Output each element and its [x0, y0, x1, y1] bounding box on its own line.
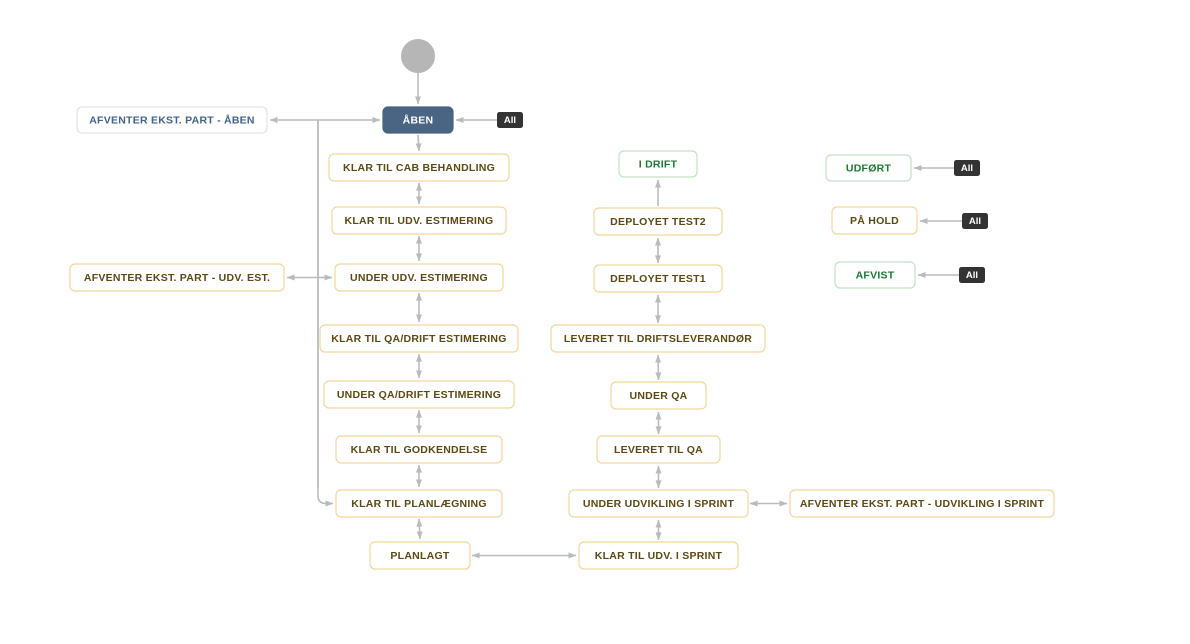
status-node-afvist[interactable]: AFVIST: [834, 261, 916, 289]
node-box[interactable]: [789, 489, 1055, 518]
edge-spine-to-klar-plan: [317, 120, 334, 507]
node-box[interactable]: [596, 435, 721, 464]
status-node-klar-plan[interactable]: KLAR TIL PLANLÆGNING: [335, 489, 503, 518]
start-node-circle[interactable]: [401, 39, 435, 73]
node-box[interactable]: [334, 263, 504, 292]
node-box[interactable]: [331, 206, 507, 235]
transition-badge-udfort[interactable]: All: [954, 160, 980, 176]
node-box[interactable]: [76, 106, 268, 134]
node-box[interactable]: [593, 207, 723, 236]
edge-aben-to-klar-cab: [415, 134, 422, 152]
node-box[interactable]: [550, 324, 766, 353]
badge-box[interactable]: [962, 213, 988, 229]
status-node-udfort[interactable]: UDFØRT: [825, 154, 912, 182]
badge-box[interactable]: [497, 112, 523, 128]
status-node-i-drift[interactable]: I DRIFT: [618, 150, 698, 178]
transition-badge-afvist[interactable]: All: [959, 267, 985, 283]
status-node-klar-godk[interactable]: KLAR TIL GODKENDELSE: [335, 435, 503, 464]
transition-badge-aben[interactable]: All: [497, 112, 523, 128]
status-node-under-udv-est[interactable]: UNDER UDV. ESTIMERING: [334, 263, 504, 292]
status-node-afv-udv-spr[interactable]: AFVENTER EKST. PART - UDVIKLING I SPRINT: [789, 489, 1055, 518]
status-node-klar-udv-spr[interactable]: KLAR TIL UDV. I SPRINT: [578, 541, 739, 570]
status-node-paa-hold[interactable]: PÅ HOLD: [831, 206, 918, 235]
status-node-afv-aben[interactable]: AFVENTER EKST. PART - ÅBEN: [76, 106, 268, 134]
status-node-lev-qa[interactable]: LEVERET TIL QA: [596, 435, 721, 464]
status-node-planlagt[interactable]: PLANLAGT: [369, 541, 471, 570]
status-node-depl-test2[interactable]: DEPLOYET TEST2: [593, 207, 723, 236]
node-box[interactable]: [578, 541, 739, 570]
status-node-afv-udv-est[interactable]: AFVENTER EKST. PART - UDV. EST.: [69, 263, 285, 292]
node-box[interactable]: [319, 324, 519, 353]
node-box[interactable]: [610, 381, 707, 410]
node-box[interactable]: [834, 261, 916, 289]
edge-layer: [269, 73, 962, 559]
node-box[interactable]: [831, 206, 918, 235]
badge-label: All: [966, 270, 978, 281]
status-node-klar-udv-est[interactable]: KLAR TIL UDV. ESTIMERING: [331, 206, 507, 235]
status-node-under-qa[interactable]: UNDER QA: [610, 381, 707, 410]
status-node-under-qa-est[interactable]: UNDER QA/DRIFT ESTIMERING: [323, 380, 515, 409]
status-node-depl-test1[interactable]: DEPLOYET TEST1: [593, 264, 723, 293]
node-layer: ÅBEN AFVENTER EKST. PART - ÅBEN KLAR TIL C…: [69, 39, 1055, 570]
node-box[interactable]: [382, 106, 454, 134]
node-box[interactable]: [369, 541, 471, 570]
status-node-klar-cab[interactable]: KLAR TIL CAB BEHANDLING: [328, 153, 510, 182]
status-node-klar-qa-est[interactable]: KLAR TIL QA/DRIFT ESTIMERING: [319, 324, 519, 353]
edge-under-qa-to-lev-drift: [655, 354, 662, 381]
status-node-lev-drift[interactable]: LEVERET TIL DRIFTSLEVERANDØR: [550, 324, 766, 353]
badge-label: All: [504, 115, 516, 126]
badge-box[interactable]: [954, 160, 980, 176]
node-box[interactable]: [335, 435, 503, 464]
node-box[interactable]: [593, 264, 723, 293]
node-box[interactable]: [328, 153, 510, 182]
node-box[interactable]: [618, 150, 698, 178]
transition-badge-paa-hold[interactable]: All: [962, 213, 988, 229]
badge-box[interactable]: [959, 267, 985, 283]
node-box[interactable]: [568, 489, 749, 518]
edge-klar-plan-to-planlagt: [416, 518, 423, 540]
node-box[interactable]: [825, 154, 912, 182]
node-box[interactable]: [335, 489, 503, 518]
status-node-aben[interactable]: ÅBEN: [382, 106, 454, 134]
node-box[interactable]: [323, 380, 515, 409]
node-box[interactable]: [69, 263, 285, 292]
badge-label: All: [969, 216, 981, 227]
status-node-under-udv-spr[interactable]: UNDER UDVIKLING I SPRINT: [568, 489, 749, 518]
badge-label: All: [961, 163, 973, 174]
